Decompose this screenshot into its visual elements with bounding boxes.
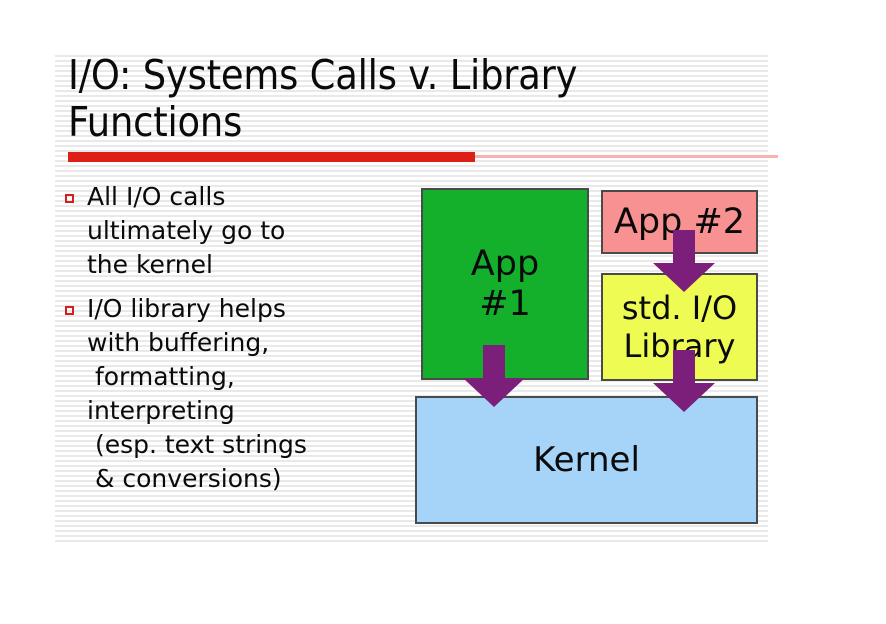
title-underline-rule	[68, 152, 778, 162]
bullet-list: All I/O calls ultimately go to the kerne…	[65, 180, 430, 506]
page-title: I/O: Systems Calls v. Library Functions	[68, 51, 578, 146]
architecture-diagram: App #1 App #2 std. I/O Library Kernel	[410, 182, 768, 527]
title-rule-thick-segment	[68, 152, 475, 162]
list-item-label: All I/O calls ultimately go to the kerne…	[87, 182, 286, 279]
list-item: I/O library helps with buffering, format…	[65, 292, 430, 496]
diagram-box-app2: App #2	[601, 190, 758, 254]
list-item-label: I/O library helps with buffering, format…	[87, 294, 307, 493]
down-arrow-icon-stdio-to-kernel	[653, 350, 715, 412]
square-bullet-icon	[65, 194, 74, 203]
title-rule-thin-segment	[475, 155, 778, 158]
list-item: All I/O calls ultimately go to the kerne…	[65, 180, 430, 282]
slide-content-panel: I/O: Systems Calls v. Library Functions …	[55, 51, 778, 545]
down-arrow-icon-app2-to-stdio	[653, 230, 715, 292]
down-arrow-icon-app1-to-kernel	[463, 345, 525, 407]
diagram-box-kernel: Kernel	[415, 396, 758, 524]
square-bullet-icon	[65, 306, 74, 315]
